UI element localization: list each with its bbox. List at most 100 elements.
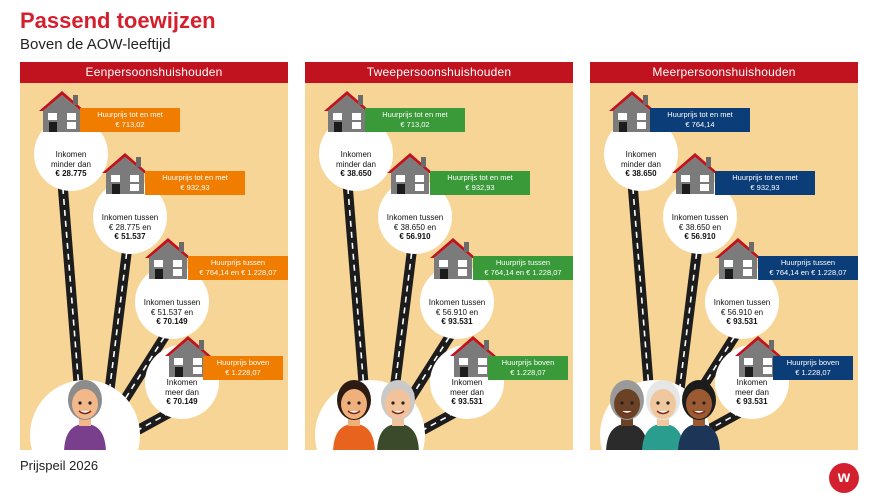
rent-rent2: € 713,02	[400, 120, 430, 129]
rent-rent2: € 932,93	[465, 183, 495, 192]
rent-rent2: € 764,14 en € 1.228,07	[769, 268, 847, 277]
rent-rent1: Huurprijs tot en met	[162, 173, 228, 182]
income-label: Inkomen tussen€ 51.537 en€ 70.149	[137, 298, 207, 327]
income-label: Inkomen tussen€ 38.650 en€ 56.910	[380, 213, 450, 242]
rent-rent2: € 764,14 en € 1.228,07	[484, 268, 562, 277]
person-icon	[377, 380, 419, 450]
person-icon	[678, 380, 720, 450]
income-inc2: € 38.650 en	[393, 222, 437, 232]
income-inc3: € 93.531	[726, 317, 758, 326]
income-inc3: € 38.650	[625, 169, 657, 178]
rent-tag: Huurprijs tussen€ 764,14 en € 1.228,07	[758, 256, 858, 280]
income-inc1: Inkomen tussen	[143, 298, 201, 307]
house-icon	[165, 336, 211, 377]
rent-rent1: Huurprijs tot en met	[447, 173, 513, 182]
page-title: Passend toewijzen	[20, 8, 216, 33]
panel-header: Tweepersoonshuishouden	[305, 62, 573, 83]
rent-rent2: € 1.228,07	[225, 368, 261, 377]
income-label: Inkomen tussen€ 56.910 en€ 93.531	[422, 298, 492, 327]
person-icon	[606, 380, 648, 450]
rent-rent1: Huurprijs boven	[501, 358, 555, 367]
panel-header: Eenpersoonshuishouden	[20, 62, 288, 83]
income-inc2: meer dan	[735, 387, 769, 397]
rent-tag: Huurprijs boven€ 1.228,07	[488, 356, 568, 380]
rent-tag: Huurprijs tot en met€ 932,93	[715, 171, 815, 195]
rent-rent2: € 932,93	[180, 183, 210, 192]
income-inc1: Inkomen	[451, 378, 483, 387]
rent-rent1: Huurprijs tot en met	[97, 110, 163, 119]
rent-rent2: € 1.228,07	[510, 368, 546, 377]
income-inc2: meer dan	[165, 387, 199, 397]
house-icon	[450, 336, 496, 377]
roads-illustration	[57, 176, 183, 435]
income-inc1: Inkomen	[340, 150, 372, 159]
income-inc2: meer dan	[450, 387, 484, 397]
income-inc3: € 56.910	[684, 232, 716, 241]
page-subtitle: Boven de AOW-leeftijd	[20, 36, 171, 53]
rent-tag: Huurprijs tot en met€ 713,02	[80, 108, 180, 132]
rent-tag: Huurprijs tot en met€ 932,93	[145, 171, 245, 195]
rent-tag: Huurprijs boven€ 1.228,07	[773, 356, 853, 380]
income-inc2: € 56.910 en	[720, 307, 764, 317]
person-icon	[642, 380, 684, 450]
house-icon	[387, 153, 433, 194]
house-icon	[145, 238, 191, 279]
income-inc2: minder dan	[620, 159, 662, 169]
rent-rent1: Huurprijs tussen	[780, 258, 836, 267]
income-label: Inkomen tussen€ 38.650 en€ 56.910	[665, 213, 735, 242]
house-icon	[430, 238, 476, 279]
income-inc3: € 93.531	[441, 317, 473, 326]
income-inc3: € 70.149	[156, 317, 188, 326]
brand-logo: w	[829, 463, 859, 493]
rent-rent2: € 713,02	[115, 120, 145, 129]
panel-header: Meerpersoonshuishouden	[590, 62, 858, 83]
income-inc3: € 51.537	[114, 232, 146, 241]
rent-rent1: Huurprijs boven	[216, 358, 270, 367]
income-inc1: Inkomen tussen	[713, 298, 771, 307]
rent-tag: Huurprijs tot en met€ 932,93	[430, 171, 530, 195]
income-inc1: Inkomen	[736, 378, 768, 387]
income-inc2: minder dan	[50, 159, 92, 169]
rent-tag: Huurprijs tot en met€ 764,14	[650, 108, 750, 132]
rent-tag: Huurprijs tussen€ 764,14 en € 1.228,07	[473, 256, 573, 280]
income-inc2: € 28.775 en	[108, 222, 152, 232]
rent-rent1: Huurprijs tussen	[210, 258, 266, 267]
rent-rent1: Huurprijs boven	[786, 358, 840, 367]
house-icon	[735, 336, 781, 377]
income-inc3: € 93.531	[736, 397, 768, 406]
person-icon	[64, 380, 106, 450]
income-inc1: Inkomen	[55, 150, 87, 159]
house-icon	[715, 238, 761, 279]
income-inc1: Inkomen tussen	[671, 213, 729, 222]
income-inc3: € 93.531	[451, 397, 483, 406]
rent-rent1: Huurprijs tot en met	[732, 173, 798, 182]
income-inc3: € 28.775	[55, 169, 87, 178]
income-inc2: € 51.537 en	[150, 307, 194, 317]
rent-rent2: € 932,93	[750, 183, 780, 192]
income-inc3: € 38.650	[340, 169, 372, 178]
income-inc3: € 70.149	[166, 397, 198, 406]
house-icon	[102, 153, 148, 194]
income-inc1: Inkomen tussen	[386, 213, 444, 222]
income-label: Inkomen tussen€ 56.910 en€ 93.531	[707, 298, 777, 327]
house-icon	[672, 153, 718, 194]
rent-tag: Huurprijs tussen€ 764,14 en € 1.228,07	[188, 256, 288, 280]
income-inc2: € 38.650 en	[678, 222, 722, 232]
person-icon	[333, 380, 375, 450]
income-inc3: € 56.910	[399, 232, 431, 241]
income-label: Inkomen tussen€ 28.775 en€ 51.537	[95, 213, 165, 242]
rent-rent2: € 1.228,07	[795, 368, 831, 377]
rent-rent1: Huurprijs tot en met	[667, 110, 733, 119]
price-level-note: Prijspeil 2026	[20, 458, 99, 473]
rent-tag: Huurprijs tot en met€ 713,02	[365, 108, 465, 132]
income-inc1: Inkomen tussen	[101, 213, 159, 222]
